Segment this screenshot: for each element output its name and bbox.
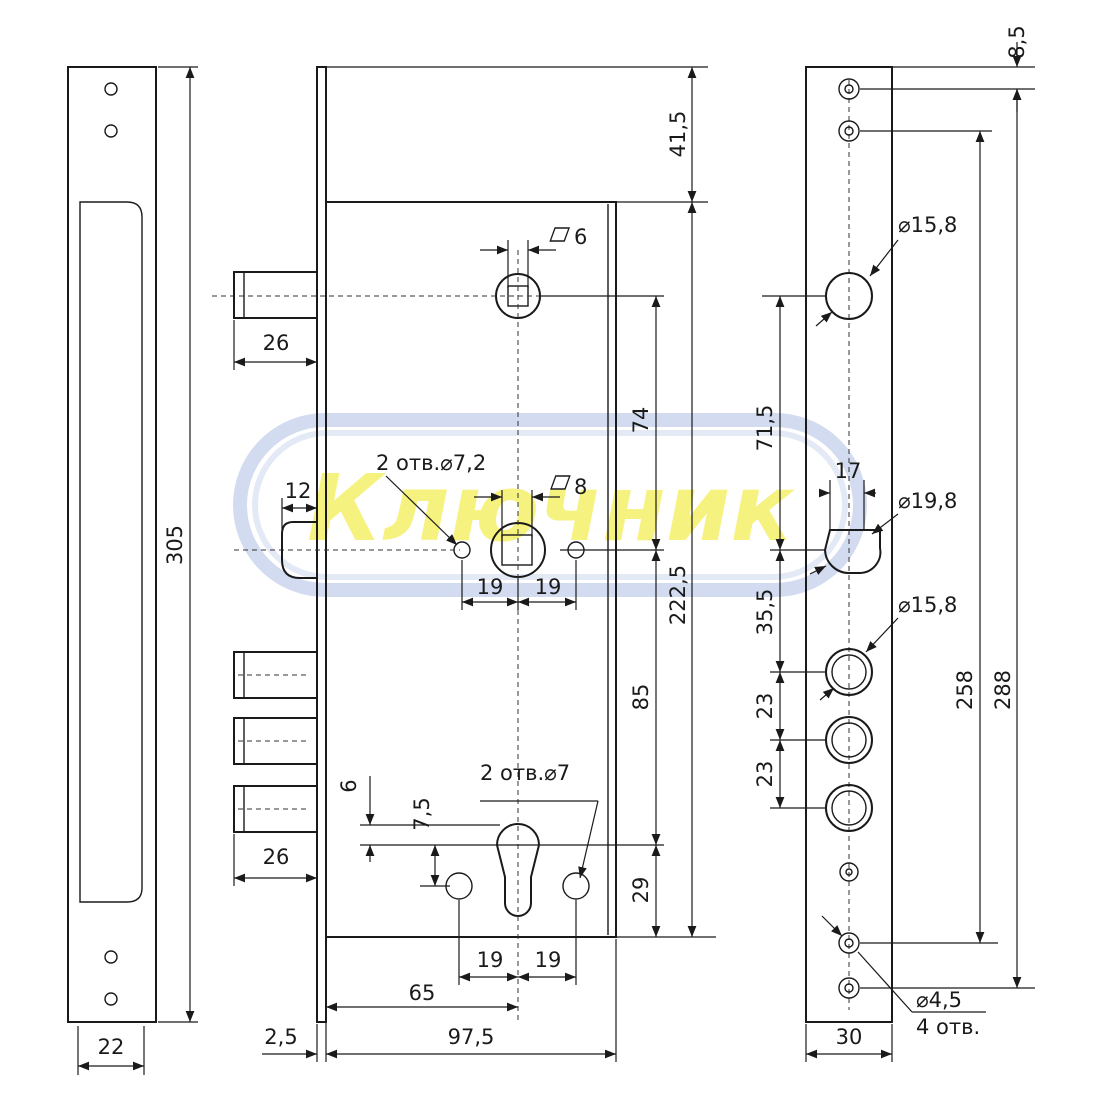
dim-7-5: 7,5 — [410, 797, 434, 830]
dim-97-5: 97,5 — [448, 1025, 495, 1049]
dim-71-5: 71,5 — [753, 405, 777, 452]
dim-2-5: 2,5 — [264, 1025, 297, 1049]
watermark-logo: Ключник — [233, 413, 867, 597]
dim-square-8: 8 — [574, 475, 587, 499]
dim-288: 288 — [991, 670, 1015, 710]
dim-6: 6 — [337, 779, 361, 792]
dim-258: 258 — [953, 670, 977, 710]
dim-19-c: 19 — [477, 948, 504, 972]
dim-74: 74 — [629, 407, 653, 434]
faceplate-dimensions: 8,5 288 258 71,5 35,5 23 23 ⌀15,8 — [753, 25, 1035, 1062]
dim-17: 17 — [835, 459, 862, 483]
dia-15-8-mid: ⌀15,8 — [898, 593, 957, 617]
dim-12: 12 — [285, 479, 312, 503]
holes-7-label: 2 отв.⌀7 — [480, 761, 570, 785]
dim-26-bottom: 26 — [263, 845, 290, 869]
dim-19-d: 19 — [535, 948, 562, 972]
dim-23-a: 23 — [753, 693, 777, 720]
latch-opening — [823, 529, 882, 574]
dim-19-b: 19 — [535, 575, 562, 599]
screw-hole-top-2 — [838, 120, 860, 142]
screw-hole-small-1 — [839, 862, 859, 882]
dim-8-5: 8,5 — [1005, 25, 1029, 58]
watermark-text: Ключник — [307, 455, 795, 562]
dim-23-b: 23 — [753, 761, 777, 788]
holes-4-label: 4 отв. — [916, 1015, 980, 1039]
dim-30: 30 — [836, 1025, 863, 1049]
dia-4-5: ⌀4,5 — [916, 988, 962, 1012]
dim-22: 22 — [98, 1035, 125, 1059]
screw-hole-bottom-1 — [838, 932, 860, 954]
dim-305: 305 — [163, 525, 187, 565]
dim-85: 85 — [629, 684, 653, 711]
dia-19-8: ⌀19,8 — [898, 489, 957, 513]
dim-65: 65 — [409, 981, 436, 1005]
dia-15-8-top: ⌀15,8 — [898, 213, 957, 237]
dim-26-top: 26 — [263, 331, 290, 355]
dim-41-5: 41,5 — [666, 111, 690, 158]
dim-222-5: 222,5 — [666, 565, 690, 625]
lock-body-front-view — [212, 66, 617, 1023]
dim-35-5: 35,5 — [753, 589, 777, 636]
strike-plate-side-view: 305 22 — [67, 66, 198, 1075]
screw-hole-top-1 — [838, 78, 860, 100]
dim-square-6: 6 — [574, 225, 587, 249]
screw-hole-bottom-2 — [838, 977, 860, 999]
bolt-hole-1 — [825, 648, 873, 696]
dim-29: 29 — [629, 877, 653, 904]
dim-19-a: 19 — [477, 575, 504, 599]
lock-body-dimensions: 41,5 222,5 74 85 29 6 8 2 отв.⌀7,2 — [233, 66, 716, 1062]
holes-7-2-label: 2 отв.⌀7,2 — [376, 451, 486, 475]
